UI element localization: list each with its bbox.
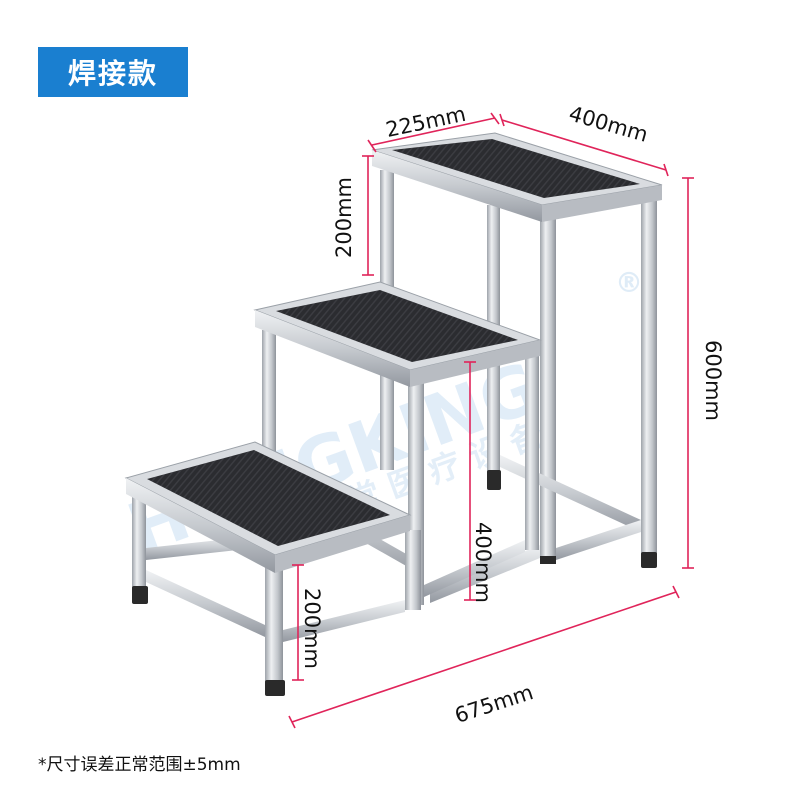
bottom-step-platform bbox=[124, 441, 412, 573]
style-badge: 焊接款 bbox=[38, 47, 188, 97]
dimension-upper-rise: 200mm bbox=[332, 177, 356, 258]
dimension-middle-height: 400mm bbox=[471, 522, 495, 603]
dimension-total-height: 600mm bbox=[701, 340, 725, 421]
dimension-top-width: 400mm bbox=[566, 101, 650, 146]
rubber-foot bbox=[487, 470, 501, 490]
top-step-platform bbox=[371, 132, 663, 222]
bottom-step-rubber-mat bbox=[147, 450, 390, 546]
dimension-bottom-height: 200mm bbox=[300, 588, 324, 669]
top-step-rubber-mat bbox=[392, 139, 640, 198]
top-section-frame bbox=[380, 170, 657, 603]
middle-step-rubber-mat bbox=[276, 290, 518, 362]
rubber-foot bbox=[132, 586, 148, 604]
dimension-top-depth: 225mm bbox=[384, 102, 468, 142]
middle-step-platform bbox=[253, 281, 542, 387]
rubber-foot bbox=[641, 552, 657, 568]
watermark-registered-mark: ® bbox=[615, 266, 643, 299]
dimension-lines bbox=[288, 112, 694, 729]
tolerance-footnote: *尺寸误差正常范围±5mm bbox=[38, 750, 241, 775]
bottom-section-frame bbox=[132, 490, 421, 696]
style-badge-label: 焊接款 bbox=[67, 57, 158, 90]
tolerance-footnote-text: *尺寸误差正常范围±5mm bbox=[38, 755, 241, 775]
rubber-foot bbox=[265, 680, 285, 696]
dimension-total-length: 675mm bbox=[452, 680, 536, 728]
